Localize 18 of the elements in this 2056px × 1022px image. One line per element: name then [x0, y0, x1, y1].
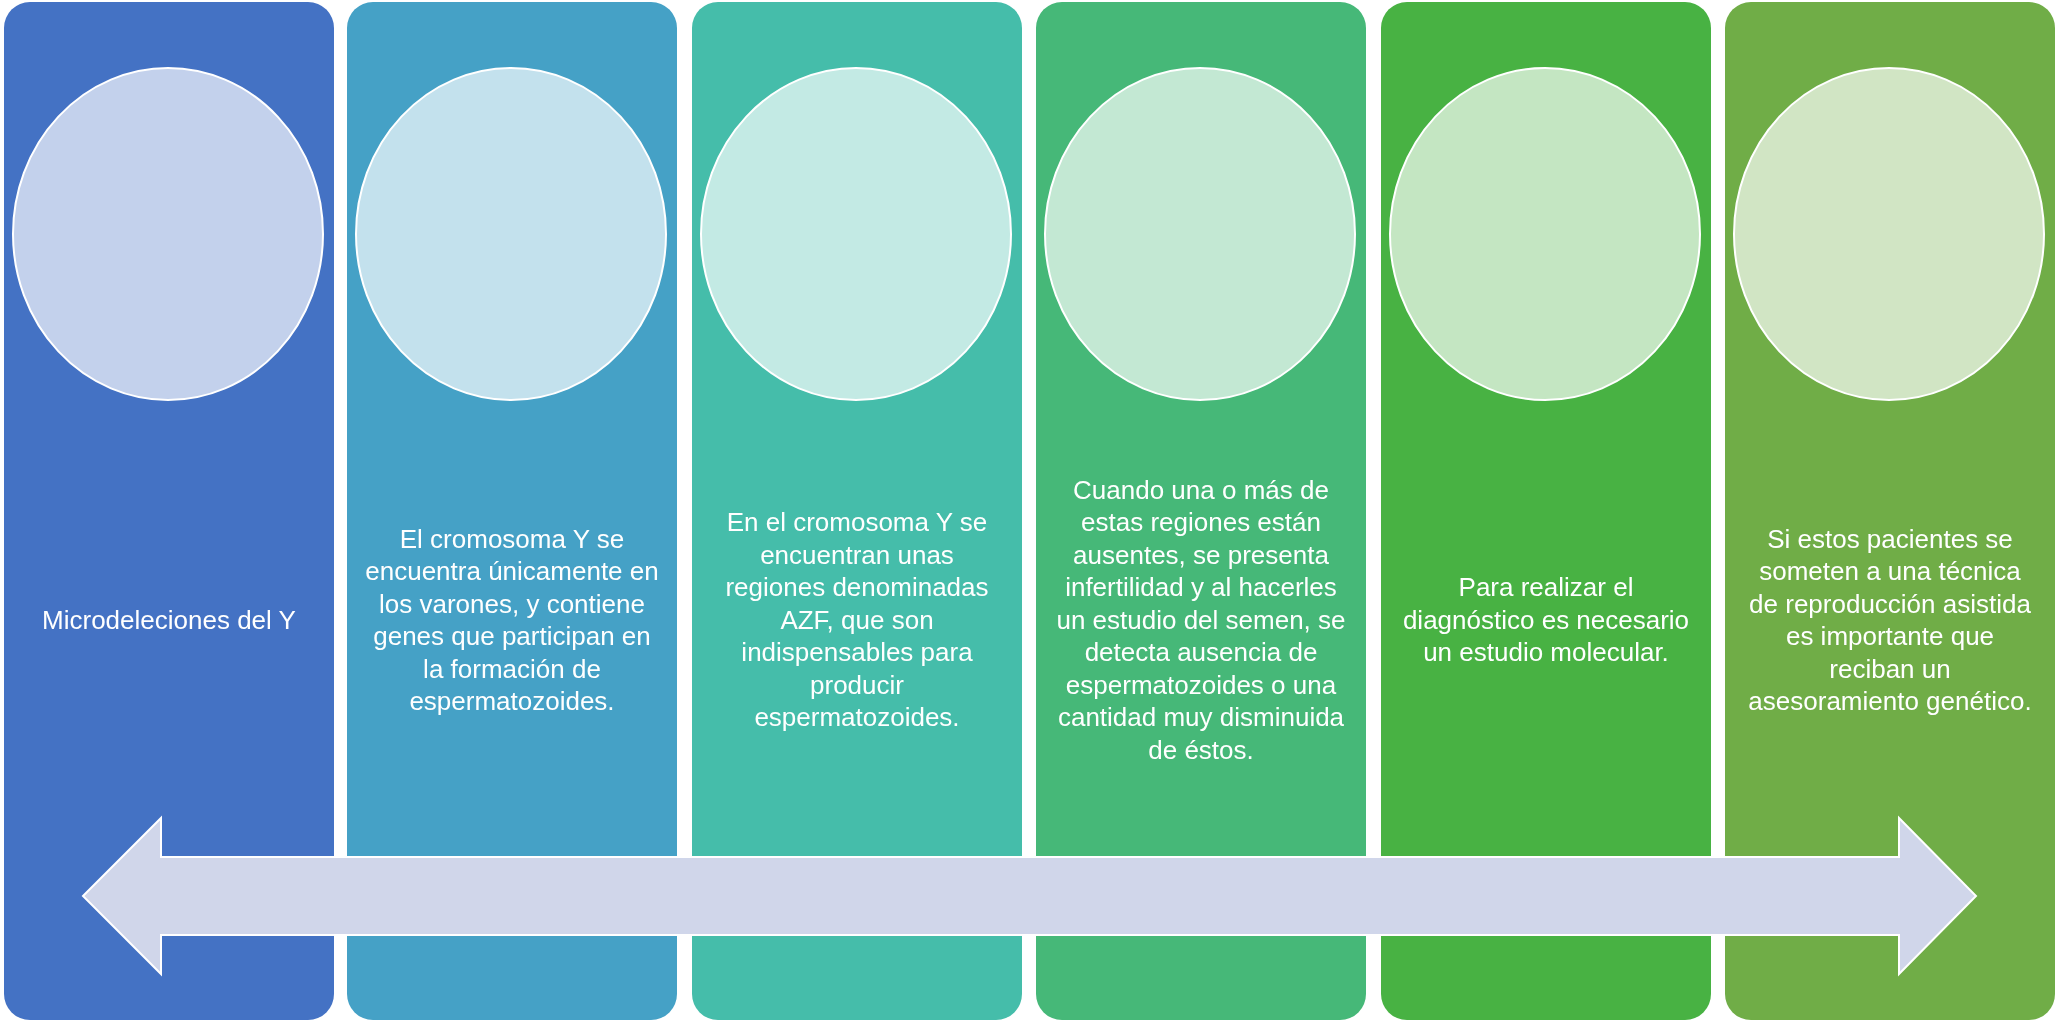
panel-text: El cromosoma Y se encuentra únicamente en los varones, y contiene genes que participan en la formación de espermatozoides.: [365, 522, 659, 718]
panel-text: En el cromosoma Y se encuentran unas regiones denominadas AZF, que son indispensables para producir espermatozoides.: [724, 506, 990, 734]
placeholder-circle: [699, 66, 1013, 402]
placeholder-circle: [1043, 66, 1357, 402]
placeholder-circle: [11, 66, 325, 402]
timeline-panel: [692, 2, 1022, 1020]
timeline-panel: [1381, 2, 1711, 1020]
placeholder-circle: [1388, 66, 1702, 402]
timeline-panel: [1036, 2, 1366, 1020]
panel-text: Microdeleciones del Y: [41, 603, 297, 636]
panel-text: Si estos pacientes se someten a una técnica de reproducción asistida es importante que reciban un asesoramiento genético.: [1747, 522, 2033, 718]
timeline-panel: [347, 2, 677, 1020]
panel-text: Para realizar el diagnóstico es necesario un estudio molecular.: [1401, 571, 1691, 669]
timeline-panel: [4, 2, 334, 1020]
timeline-panel: [1725, 2, 2055, 1020]
placeholder-circle: [354, 66, 668, 402]
panel-text: Cuando una o más de estas regiones están ausentes, se presenta infertilidad y al hacerles un estudio del semen, se detecta ausencia de espermatozoides o una cantidad muy disminuida de éstos.: [1055, 473, 1347, 766]
placeholder-circle: [1732, 66, 2046, 402]
